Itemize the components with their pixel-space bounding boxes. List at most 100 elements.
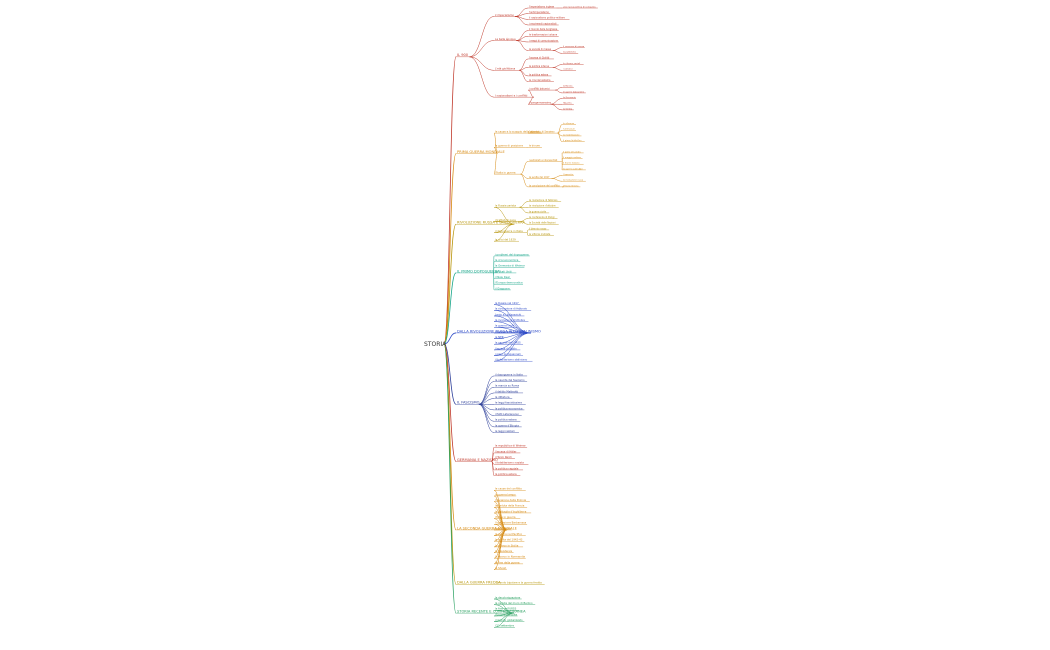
topic-node-label[interactable]: la Germania [563,96,576,99]
topic-node-label[interactable]: il mondo globalizzato [495,618,523,622]
topic-node-label[interactable]: la politica economica [495,406,523,410]
branch-node-label[interactable]: IL 900 [457,53,469,57]
topic-node-label[interactable]: la politica razziale [495,466,519,470]
topic-node-label[interactable]: Caporetto [563,173,574,176]
topic-node-label[interactable]: il totalitarismo staliniano [495,358,528,362]
topic-node-label[interactable]: la conclusione del conflitto [529,184,560,187]
topic-node-label[interactable]: una nuova politica di conquista [563,5,596,8]
branch-node-label[interactable]: DALLA RIVOLUZIONE RUSSA ALLO STALINISMO [457,329,541,333]
topic-node-label[interactable]: il delitto Matteotti [495,389,518,393]
topic-node-label[interactable]: le alleanze [563,123,575,125]
topic-node-label[interactable]: le cause del conflitto [495,487,522,491]
topic-node-label[interactable]: la marcia su Roma [495,384,519,388]
topic-node-label[interactable]: il Giappone [495,286,510,290]
topic-node-label[interactable]: l'Unione Europea [495,612,517,616]
topic-node-label[interactable]: i conflitti balcanici [529,87,550,90]
topic-node-label[interactable]: la guerra civile [529,210,547,213]
topic-node-label[interactable]: i problemi del dopoguerra [495,252,529,256]
topic-node-label[interactable]: il nazionalismo politico-militare [529,17,565,20]
topic-node-label[interactable]: le guerre balcaniche [563,90,585,93]
topic-node-label[interactable]: il dopoguerra in Italia [495,372,523,376]
topic-node-label[interactable]: Vittorio Veneto [563,184,579,187]
topic-node-label[interactable]: la Shoah [495,566,507,570]
topic-node-label[interactable]: la rivoluzione russa [563,179,584,182]
topic-node-label[interactable]: il maggio radioso [563,156,582,159]
topic-node-label[interactable]: il pangermanesimo [529,102,552,105]
topic-node-label[interactable]: le leggi fascistissime [495,401,522,405]
topic-node-label[interactable]: l'operazione Barbarossa [495,521,527,525]
topic-node-label[interactable]: il biennio rosso [529,227,547,230]
topic-node-label[interactable]: la repubblica di Weimar [495,444,527,448]
topic-node-label[interactable]: i movimenti nazionalisti [529,22,557,25]
topic-node-label[interactable]: la politica interna [529,65,550,68]
topic-node-label[interactable]: l'Europa democratica [495,281,523,285]
topic-node-label[interactable]: l'Italia in guerra [495,515,516,519]
topic-node-label[interactable]: il dopoguerra in Italia [495,229,523,233]
topic-node-label[interactable]: la guerra nel Pacifico [495,532,523,536]
topic-node-label[interactable]: l'ascesa di Stalin [495,346,517,350]
branch-node-label[interactable]: IL FASCISMO [457,401,480,405]
topic-node-label[interactable]: l'ascesa di Hitler [495,449,517,453]
topic-node-label[interactable]: lo sbarco in Normandia [495,555,525,559]
topic-node-label[interactable]: la Russia nel 1917 [495,301,519,305]
topic-node-label[interactable]: il Terzo Reich [495,455,512,459]
topic-node-label[interactable]: I nazionalismi e i conflitti [495,94,528,98]
topic-node-label[interactable]: la Serbia [563,107,573,110]
topic-node-label[interactable]: il totalitarismo nazista [495,461,524,465]
topic-node-label[interactable]: la società di massa [529,48,552,51]
branch-node-label[interactable]: IL PRIMO DOPOGUERRA [457,269,500,273]
topic-node-label[interactable]: il comunismo di guerra [495,329,525,333]
topic-node-label[interactable]: la vittoria mutilata [529,233,551,236]
topic-node-label[interactable]: il mondo della borghesia [529,28,558,31]
topic-node-label[interactable]: le leggi razziali [495,429,515,433]
root-node-label[interactable]: STORIA [424,341,447,348]
topic-node-label[interactable]: le cause e lo scoppio della guerra [495,130,539,134]
topic-node-label[interactable]: l'Austria [563,102,572,105]
topic-node-label[interactable]: L'imperialismo [495,13,514,17]
topic-node-label[interactable]: la Società delle Nazioni [529,222,556,225]
topic-node-label[interactable]: la conferenza di Parigi [529,216,555,219]
topic-node-label[interactable]: la svolta del 1942-43 [495,538,523,542]
topic-node-label[interactable]: il patto di Londra [563,150,581,153]
topic-node-label[interactable]: la svolta del 1917 [529,176,550,179]
topic-node-label[interactable]: l'imperialismo inglese [529,5,555,8]
topic-node-label[interactable]: la battaglia d'Inghilterra [495,509,527,513]
topic-node-label[interactable]: la crisi economica [495,258,519,262]
topic-node-label[interactable]: la pubblicità [563,51,576,54]
topic-node-label[interactable]: il consumo di massa [563,46,585,48]
topic-node-label[interactable]: lo sbarco in Sicilia [495,543,519,547]
topic-node-label[interactable]: la crisi del sistema [529,79,551,82]
topic-node-label[interactable]: il piano Schlieffen [563,140,582,142]
topic-node-label[interactable]: la guerra di posizione [495,144,523,148]
topic-node-label[interactable]: le trasformazioni urbane [529,34,558,37]
topic-node-label[interactable]: la dittatura [495,395,510,399]
topic-node-label[interactable]: la guerra d'Etiopia [495,423,519,427]
topic-node-label[interactable]: L'età giolittiana [495,67,516,71]
topic-node-label[interactable]: i cattolici [563,68,573,71]
topic-node-label[interactable]: l'ultimatum [563,128,575,131]
topic-node-label[interactable]: Pearl Harbor [495,526,512,530]
topic-node-label[interactable]: la Russia zarista [495,204,516,208]
topic-node-label[interactable]: la fine dell'URSS [495,607,517,611]
topic-node-label[interactable]: la Resistenza [495,549,512,553]
branch-node-label[interactable]: STORIA RECENTE E CONTEMPORANEA [457,610,526,614]
topic-node-label[interactable]: l'11 settembre [495,624,514,628]
topic-node-label[interactable]: la nascita dell'URSS [495,341,521,345]
topic-node-label[interactable]: la caduta della Francia [495,504,525,508]
topic-node-label[interactable]: la mobilitazione [563,133,580,136]
topic-node-label[interactable]: neutralisti e interventisti [529,159,558,162]
topic-node-label[interactable]: l'Italia in guerra [495,171,516,175]
topic-node-label[interactable]: l'invasione della Polonia [495,498,526,502]
topic-node-label[interactable]: la rivoluzione d'ottobre [495,318,525,322]
branch-node-label[interactable]: PRIMA GUERRA MONDIALE [457,150,505,154]
topic-node-label[interactable]: l'antimperialismo [529,11,549,14]
topic-node-label[interactable]: il mondo bipolare e la guerra fredda [495,581,542,585]
topic-node-label[interactable]: le trincee [529,145,540,148]
topic-node-label[interactable]: la politica estera [495,472,517,476]
topic-node-label[interactable]: la Bosnia [563,86,573,88]
topic-node-label[interactable]: i piani quinquennali [495,352,521,356]
topic-node-label[interactable]: i Patti Lateranensi [495,412,519,416]
topic-node-label[interactable]: la politica estera [529,73,549,76]
topic-node-label[interactable]: la NEP [495,335,504,339]
branch-node-label[interactable]: LA SECONDA GUERRA MONDIALE [457,526,518,530]
